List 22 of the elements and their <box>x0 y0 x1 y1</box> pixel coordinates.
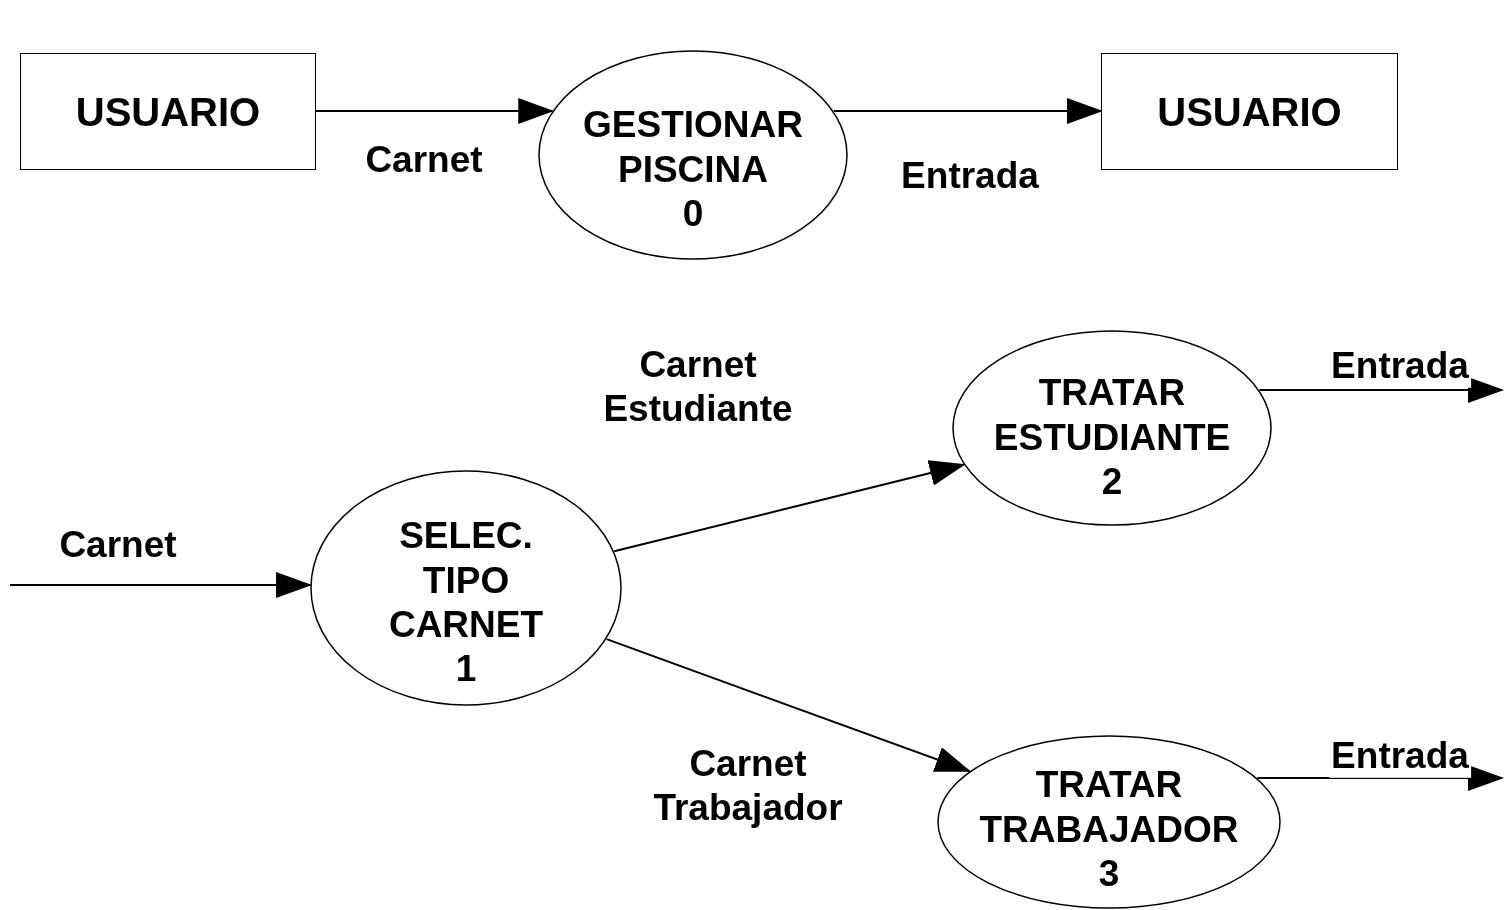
arrow <box>605 638 972 773</box>
process-number: 1 <box>455 647 477 692</box>
arrow <box>613 460 966 553</box>
node-label: TRATAR TRABAJADOR <box>978 763 1240 852</box>
node-label: USUARIO <box>1157 88 1342 136</box>
node-label: USUARIO <box>75 88 261 136</box>
external-entity-box <box>1101 53 1398 170</box>
process-number: 0 <box>682 192 704 237</box>
process-ellipse <box>952 330 1272 526</box>
process-ellipse <box>538 50 848 260</box>
node-label: GESTIONAR PISCINA <box>582 103 804 192</box>
arrow <box>1256 765 1504 791</box>
arrow <box>832 98 1103 124</box>
arrow <box>1258 377 1504 403</box>
process-ellipse <box>937 735 1281 909</box>
process-ellipse <box>310 470 622 706</box>
process-number: 2 <box>1101 460 1123 505</box>
process-number: 3 <box>1098 852 1120 897</box>
node-label: SELEC. TIPO CARNET <box>387 514 545 647</box>
external-entity-box <box>20 53 316 170</box>
node-label: TRATAR ESTUDIANTE <box>992 371 1232 460</box>
arrow <box>315 98 555 124</box>
